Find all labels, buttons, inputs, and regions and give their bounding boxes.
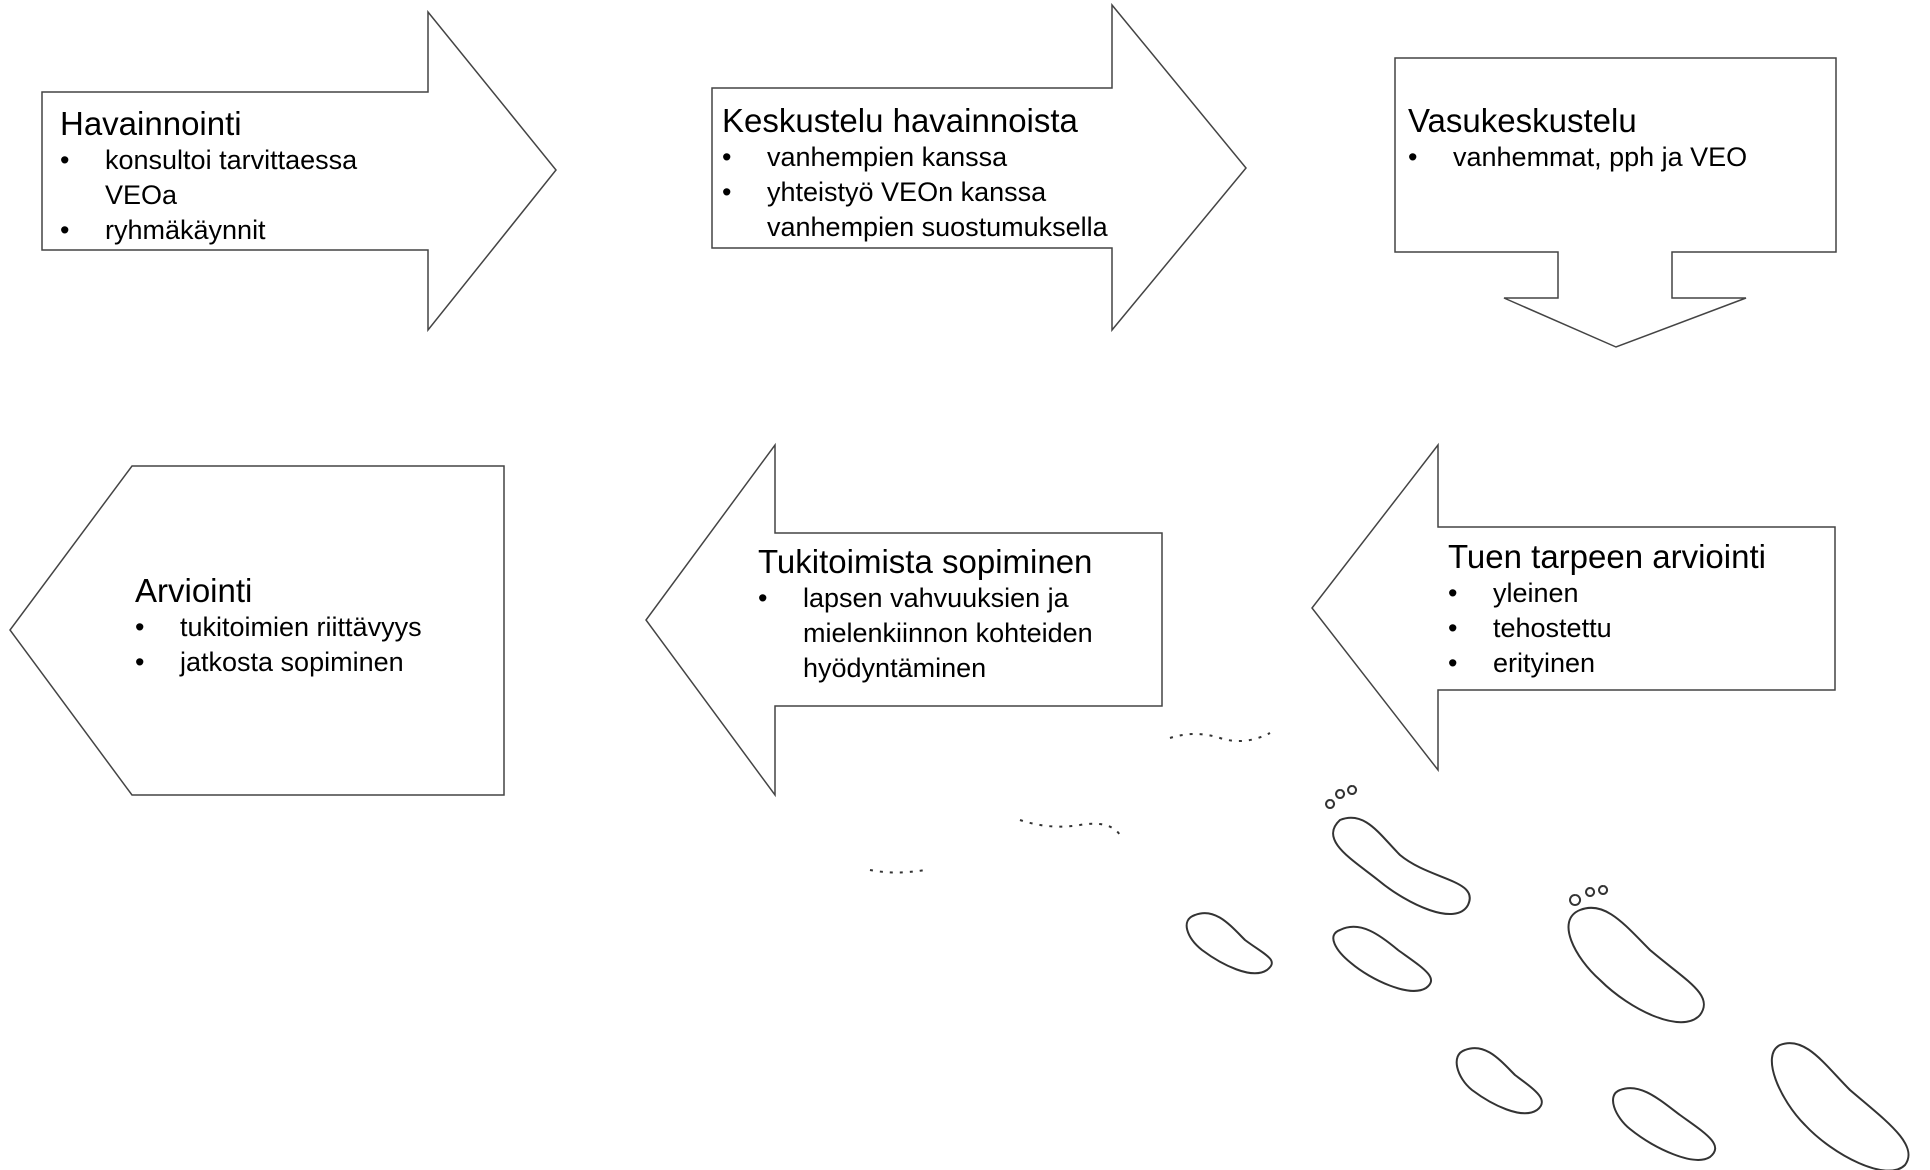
step-bullets: lapsen vahvuuksien ja mielenkiinnon koht…: [758, 581, 1158, 686]
step-title: Havainnointi: [60, 105, 242, 142]
list-item: ryhmäkäynnit: [60, 213, 425, 248]
list-item: yleinen: [1448, 576, 1833, 611]
step-bullets: vanhempien kanssa yhteistyö VEOn kanssa …: [722, 140, 1192, 245]
step-title: Keskustelu havainnoista: [722, 102, 1078, 139]
arrow-down-vasukeskustelu: [1394, 57, 1837, 348]
list-item: lapsen vahvuuksien ja mielenkiinnon koht…: [758, 581, 1158, 686]
list-item: vanhemmat, pph ja VEO: [1408, 140, 1828, 175]
list-item: erityinen: [1448, 646, 1833, 681]
step-tukitoimista-sopiminen: Tukitoimista sopiminen lapsen vahvuuksie…: [758, 543, 1158, 686]
step-title: Arviointi: [135, 572, 253, 609]
list-item: konsultoi tarvittaessa VEOa: [60, 143, 425, 213]
list-item: jatkosta sopiminen: [135, 645, 500, 680]
step-title: Tukitoimista sopiminen: [758, 543, 1093, 580]
step-arviointi: Arviointi tukitoimien riittävyys jatkost…: [135, 572, 500, 680]
step-vasukeskustelu: Vasukeskustelu vanhemmat, pph ja VEO: [1408, 102, 1828, 175]
list-item: yhteistyö VEOn kanssa vanhempien suostum…: [722, 175, 1192, 245]
step-title: Tuen tarpeen arviointi: [1448, 538, 1766, 575]
list-item: tehostettu: [1448, 611, 1833, 646]
step-bullets: tukitoimien riittävyys jatkosta sopimine…: [135, 610, 500, 680]
step-bullets: yleinen tehostettu erityinen: [1448, 576, 1833, 681]
step-bullets: konsultoi tarvittaessa VEOa ryhmäkäynnit: [60, 143, 425, 248]
step-bullets: vanhemmat, pph ja VEO: [1408, 140, 1828, 175]
list-item: vanhempien kanssa: [722, 140, 1192, 175]
step-keskustelu-havainnoista: Keskustelu havainnoista vanhempien kanss…: [722, 102, 1192, 245]
step-havainnointi: Havainnointi konsultoi tarvittaessa VEOa…: [60, 105, 425, 248]
footprints-illustration: [869, 732, 1910, 1170]
step-title: Vasukeskustelu: [1408, 102, 1637, 139]
step-tuen-tarpeen-arviointi: Tuen tarpeen arviointi yleinen tehostett…: [1448, 538, 1833, 681]
list-item: tukitoimien riittävyys: [135, 610, 500, 645]
